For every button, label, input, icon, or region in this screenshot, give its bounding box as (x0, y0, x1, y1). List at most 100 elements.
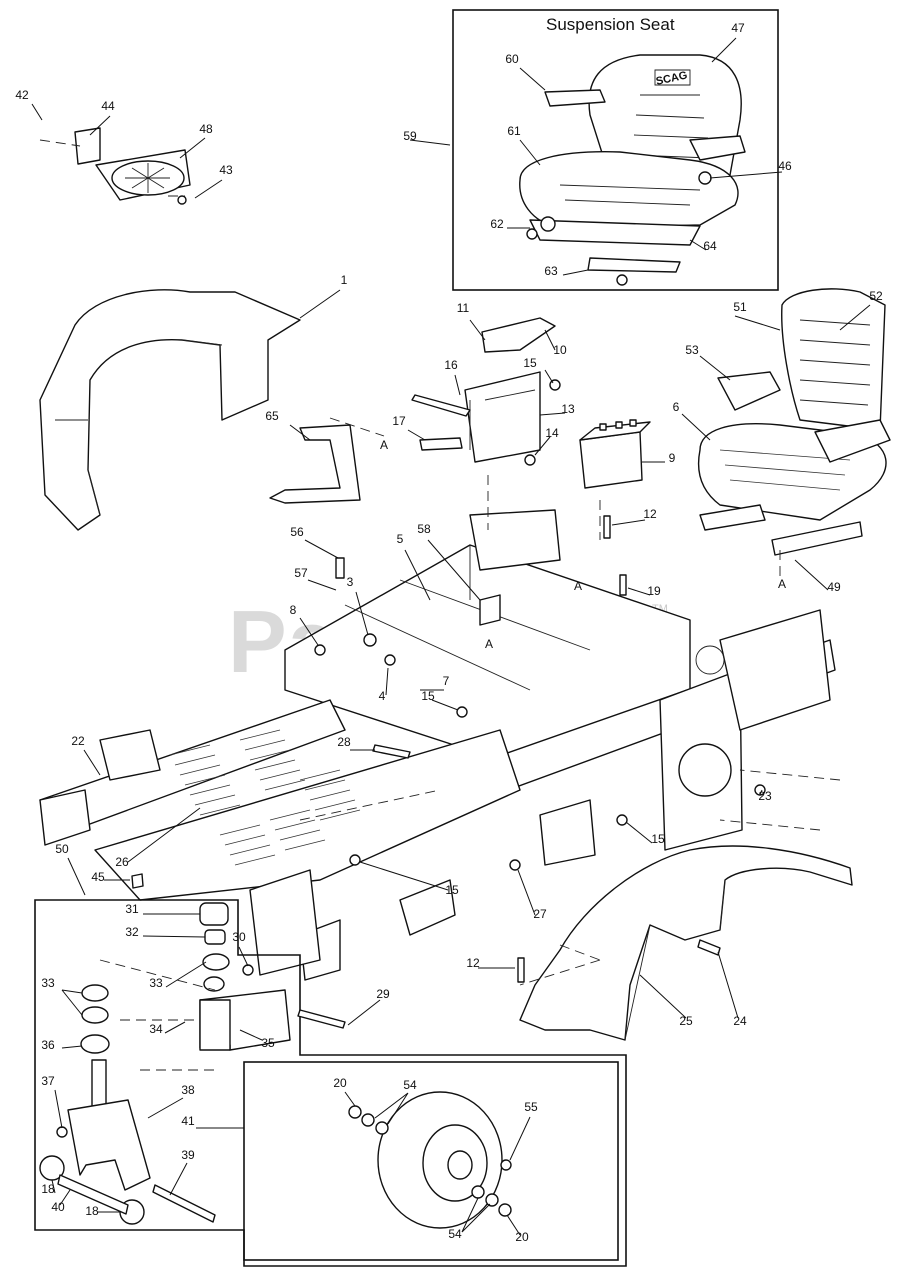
control-bracket-assembly (411, 317, 561, 466)
callout-c60: 60 (505, 52, 519, 66)
suspension-seat-foot-rear (616, 274, 628, 286)
callout-c8: 8 (290, 603, 297, 617)
callout-c27: 27 (533, 907, 547, 921)
callout-c48: 48 (199, 122, 213, 136)
callout-labels: 1345678910111212131415151515161719202022… (15, 21, 883, 1244)
callout-c30: 30 (232, 930, 246, 944)
reference-letter-a3: A (485, 637, 493, 651)
callout-c15a: 15 (523, 356, 537, 370)
suspension-seat-right-armrest (689, 135, 746, 161)
standard-seat-left-armrest (717, 371, 781, 411)
callout-c45: 45 (91, 870, 105, 884)
fan-nut (177, 195, 187, 205)
caster-assembly-frame (34, 899, 627, 1267)
control-bolt (411, 394, 471, 417)
frame-front-lower (249, 869, 321, 976)
callout-c19: 19 (647, 584, 661, 598)
callout-c20b: 20 (515, 1230, 529, 1244)
caster-assembly (39, 902, 291, 1225)
caster-nut (242, 964, 254, 976)
caster-spacer (203, 976, 225, 992)
spring-56 (335, 557, 345, 579)
suspension-seat-inset: Suspension Seat SCAG (452, 9, 779, 291)
callout-c65: 65 (265, 409, 279, 423)
caster-bearing-b (81, 1006, 109, 1024)
standard-seat-right-armrest (814, 419, 891, 463)
console-bracket (269, 424, 361, 504)
callout-c7: 7 (443, 674, 450, 688)
caster-wheel-hub (447, 1150, 473, 1180)
washer-4 (384, 654, 396, 666)
floor-pan-perforations (169, 729, 361, 866)
callout-c63: 63 (544, 264, 558, 278)
callout-c37: 37 (41, 1074, 55, 1088)
standard-seat-rail (771, 521, 863, 556)
reference-letter-a1: A (380, 438, 388, 452)
callout-c62: 62 (490, 217, 504, 231)
suspension-seat-title: Suspension Seat (546, 15, 675, 34)
callout-c17: 17 (392, 414, 406, 428)
callout-c28: 28 (337, 735, 351, 749)
footrest-floor (94, 729, 521, 901)
callout-c40: 40 (51, 1200, 65, 1214)
control-nut (524, 454, 536, 466)
callout-c56: 56 (290, 525, 304, 539)
caster-bearing-c (80, 1034, 110, 1054)
bearing-left-a (361, 1113, 375, 1127)
caster-pivot-tube (199, 999, 231, 1051)
suspension-seat-left-armrest (544, 89, 606, 107)
callout-c50: 50 (55, 842, 69, 856)
callout-c43: 43 (219, 163, 233, 177)
caster-cap (199, 902, 229, 926)
caster-axle-tube (57, 1174, 129, 1215)
callout-c22: 22 (71, 734, 85, 748)
bolt-12-lower (517, 957, 525, 983)
reference-letter-a4: A (778, 577, 786, 591)
bearing-left-b (375, 1121, 389, 1135)
nut-15-front (349, 854, 361, 866)
callout-c36: 36 (41, 1038, 55, 1052)
frame-rear-bracket (539, 799, 596, 866)
callout-c44: 44 (101, 99, 115, 113)
bolt-45 (131, 873, 144, 889)
bolt-12-upper (603, 515, 611, 539)
bearing-right-a (471, 1185, 485, 1199)
callout-c23: 23 (758, 789, 772, 803)
control-bracket-plate (464, 371, 541, 463)
standard-seat (697, 288, 891, 556)
callout-c34: 34 (149, 1022, 163, 1036)
callout-c53: 53 (685, 343, 699, 357)
callout-c14: 14 (545, 426, 559, 440)
callout-c33a: 33 (41, 976, 55, 990)
front-right-caster-bracket (399, 879, 456, 936)
callout-c35: 35 (261, 1036, 275, 1050)
callout-c13: 13 (561, 402, 575, 416)
callout-c3: 3 (347, 575, 354, 589)
frame-rear-axle-hole (678, 743, 732, 797)
washer-right (498, 1203, 512, 1217)
bolt-29 (297, 1009, 346, 1029)
grease-fitting (500, 1159, 512, 1171)
callout-c57: 57 (294, 566, 308, 580)
callout-c51: 51 (733, 300, 747, 314)
callout-c38: 38 (181, 1083, 195, 1097)
callout-c12b: 12 (466, 956, 480, 970)
callout-c54b: 54 (448, 1227, 462, 1241)
right-fender (519, 845, 853, 1041)
pivot-58 (479, 594, 501, 626)
caster-bearing-upper (202, 953, 230, 971)
caster-seal (204, 929, 226, 945)
callout-c15d: 15 (445, 883, 459, 897)
callout-c18b: 18 (85, 1204, 99, 1218)
caster-fork (67, 1099, 151, 1191)
control-lever-handle (481, 317, 556, 353)
callout-c20a: 20 (333, 1076, 347, 1090)
caster-axle-bolt (152, 1184, 216, 1223)
callout-c24: 24 (733, 1014, 747, 1028)
suspension-seat-foot (526, 228, 538, 240)
bolt-28 (372, 744, 411, 759)
washer-left (348, 1105, 362, 1119)
callout-c52: 52 (869, 289, 883, 303)
reference-letter-a2: A (574, 579, 582, 593)
